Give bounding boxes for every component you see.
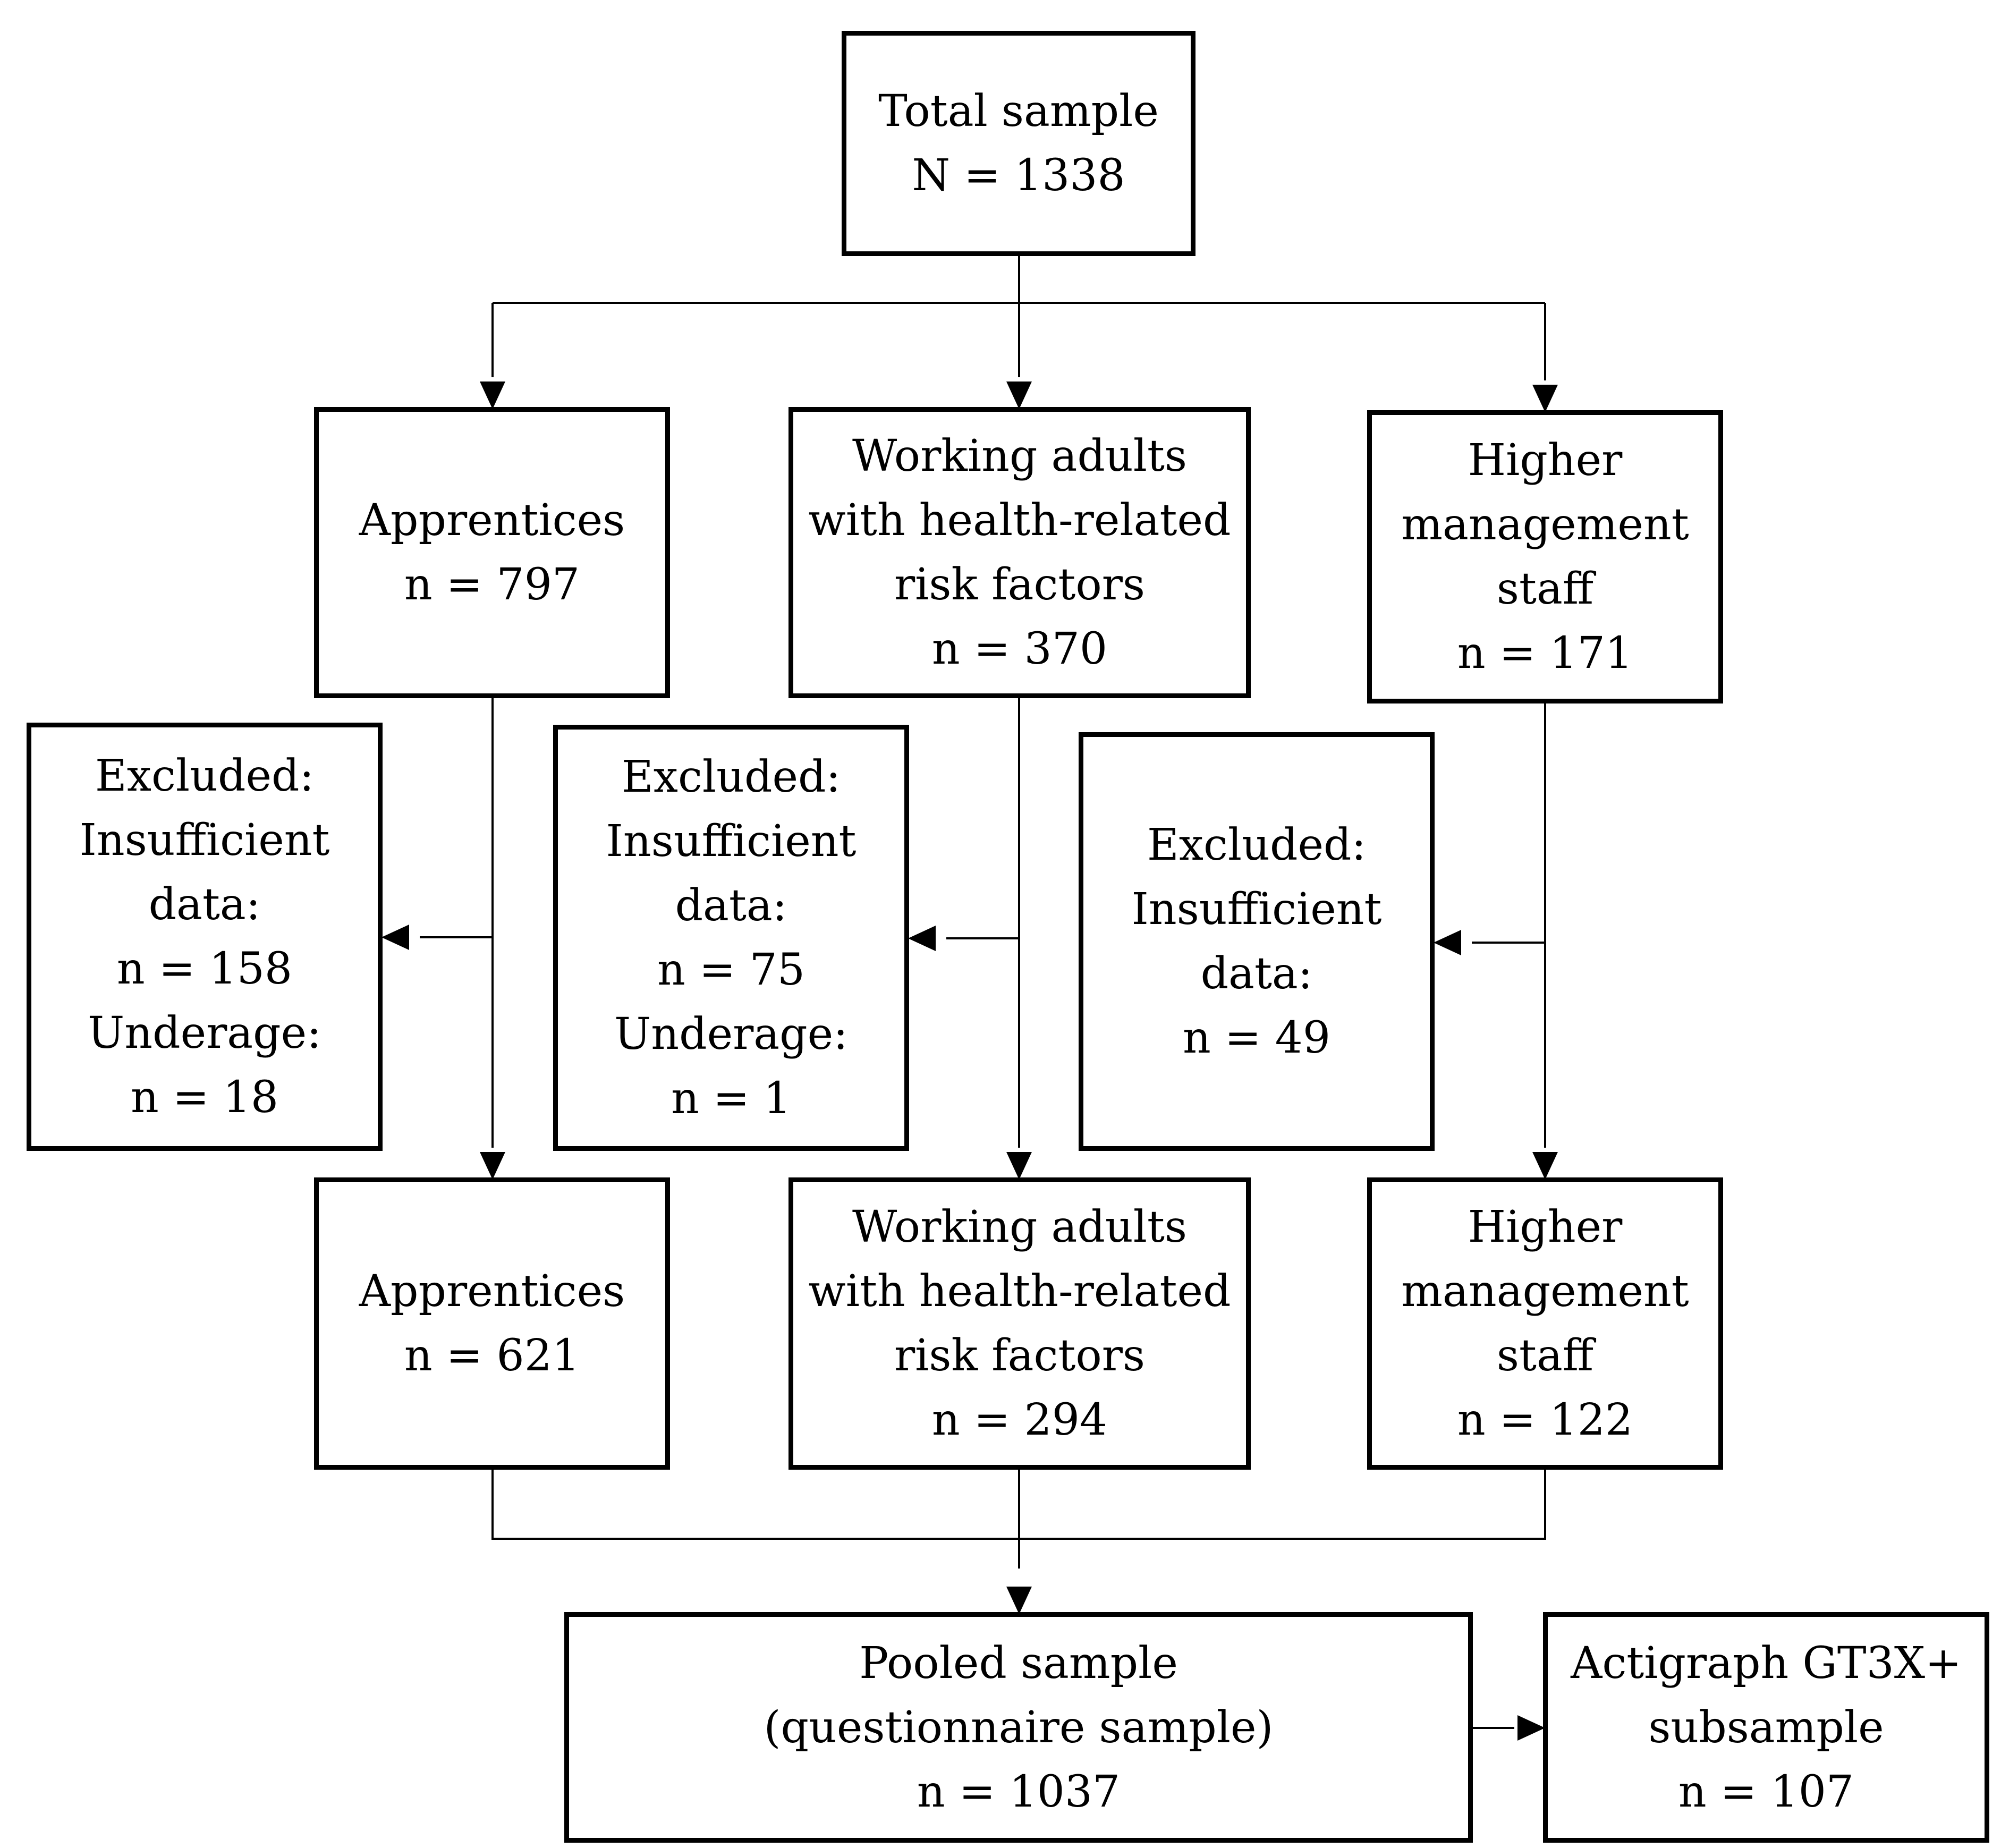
management-staff-excluded-box: Excluded: Insufficient data: n = 49 bbox=[1079, 732, 1435, 1151]
box-line: n = 621 bbox=[404, 1330, 580, 1381]
arrowhead-working-after bbox=[1006, 1152, 1032, 1180]
arrowhead-management-after bbox=[1532, 1152, 1558, 1180]
arrowhead-subsample bbox=[1517, 1715, 1545, 1741]
box-line: Excluded: bbox=[621, 752, 841, 802]
working-adults-box: Working adults with health-related risk … bbox=[788, 407, 1251, 698]
box-line: management bbox=[1401, 1266, 1689, 1317]
arrowhead-working bbox=[1006, 382, 1032, 409]
box-line: Insufficient bbox=[79, 815, 330, 866]
working-adults-excluded-box: Excluded: Insufficient data: n = 75 Unde… bbox=[553, 725, 909, 1151]
box-line: subsample bbox=[1648, 1702, 1884, 1753]
box-line: Working adults bbox=[852, 1202, 1187, 1252]
arrowhead-management-excluded bbox=[1434, 930, 1461, 955]
arrowhead-apprentices-excluded bbox=[381, 925, 409, 950]
box-line: data: bbox=[148, 879, 261, 930]
box-line: Excluded: bbox=[95, 751, 315, 801]
box-line: Working adults bbox=[852, 431, 1187, 481]
apprentices-final-box: Apprentices n = 621 bbox=[314, 1177, 670, 1470]
box-line: n = 122 bbox=[1457, 1395, 1633, 1445]
box-line: staff bbox=[1496, 1330, 1594, 1381]
arrowhead-pooled bbox=[1006, 1587, 1032, 1614]
box-line: data: bbox=[675, 880, 787, 931]
box-line: risk factors bbox=[894, 1330, 1146, 1381]
box-line: n = 171 bbox=[1457, 628, 1633, 679]
box-line: Underage: bbox=[614, 1009, 848, 1059]
apprentices-box: Apprentices n = 797 bbox=[314, 407, 670, 698]
box-line: n = 294 bbox=[931, 1395, 1108, 1445]
box-line: n = 797 bbox=[404, 560, 580, 610]
box-line: with health-related bbox=[808, 495, 1231, 546]
total-sample-box: Total sample N = 1338 bbox=[842, 31, 1195, 256]
box-line: Total sample bbox=[878, 86, 1159, 137]
pooled-sample-box: Pooled sample (questionnaire sample) n =… bbox=[564, 1612, 1473, 1843]
box-line: n = 1037 bbox=[917, 1766, 1121, 1817]
arrowhead-management bbox=[1532, 385, 1558, 412]
box-line: Pooled sample bbox=[859, 1638, 1178, 1689]
box-line: staff bbox=[1496, 564, 1594, 614]
box-line: (questionnaire sample) bbox=[764, 1702, 1274, 1753]
box-line: data: bbox=[1200, 948, 1313, 999]
arrowhead-working-excluded bbox=[908, 926, 936, 951]
box-line: n = 158 bbox=[116, 944, 293, 994]
box-line: n = 75 bbox=[657, 945, 805, 995]
box-line: Higher bbox=[1468, 435, 1623, 486]
box-line: n = 107 bbox=[1678, 1766, 1854, 1817]
working-adults-final-box: Working adults with health-related risk … bbox=[788, 1177, 1251, 1470]
box-line: with health-related bbox=[808, 1266, 1231, 1317]
box-line: Apprentices bbox=[359, 1266, 625, 1317]
arrowhead-apprentices-after bbox=[480, 1152, 505, 1180]
arrowhead-apprentices bbox=[480, 382, 505, 409]
box-line: N = 1338 bbox=[912, 150, 1125, 201]
apprentices-excluded-box: Excluded: Insufficient data: n = 158 Und… bbox=[27, 723, 383, 1151]
box-line: Insufficient bbox=[1131, 884, 1382, 935]
box-line: n = 370 bbox=[931, 624, 1108, 674]
box-line: n = 1 bbox=[671, 1073, 791, 1124]
management-staff-box: Higher management staff n = 171 bbox=[1367, 410, 1723, 703]
box-line: risk factors bbox=[894, 560, 1146, 610]
box-line: Excluded: bbox=[1147, 820, 1367, 870]
box-line: Insufficient bbox=[606, 816, 857, 867]
box-line: Apprentices bbox=[359, 495, 625, 546]
box-line: Actigraph GT3X+ bbox=[1571, 1638, 1962, 1689]
box-line: Higher bbox=[1468, 1202, 1623, 1252]
management-staff-final-box: Higher management staff n = 122 bbox=[1367, 1177, 1723, 1470]
box-line: Underage: bbox=[88, 1008, 321, 1058]
actigraph-subsample-box: Actigraph GT3X+ subsample n = 107 bbox=[1543, 1612, 1989, 1843]
box-line: n = 18 bbox=[131, 1072, 278, 1123]
box-line: n = 49 bbox=[1183, 1013, 1330, 1063]
box-line: management bbox=[1401, 499, 1689, 550]
